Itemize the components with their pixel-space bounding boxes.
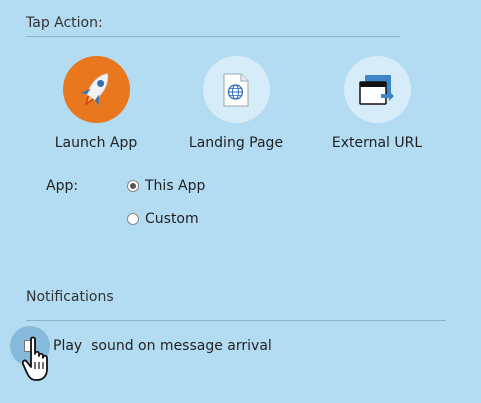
external-url-tile[interactable] xyxy=(343,56,411,123)
landing-page-label: Landing Page xyxy=(188,135,284,151)
this-app-radio-option[interactable]: This App xyxy=(127,178,205,194)
external-url-label: External URL xyxy=(331,135,423,151)
notifications-divider xyxy=(26,320,446,321)
external-url-option[interactable]: External URL xyxy=(307,56,447,151)
custom-radio[interactable] xyxy=(127,213,139,225)
this-app-radio-label: This App xyxy=(145,178,206,194)
launch-app-label: Launch App xyxy=(54,135,138,151)
app-field-label: App: xyxy=(46,178,79,194)
globe-page-icon xyxy=(223,73,249,106)
tap-action-title: Tap Action: xyxy=(26,15,103,31)
launch-app-tile[interactable] xyxy=(62,56,130,123)
this-app-radio[interactable] xyxy=(127,180,139,192)
landing-page-option[interactable]: Landing Page xyxy=(166,56,306,151)
tap-action-divider xyxy=(26,36,400,37)
landing-page-tile[interactable] xyxy=(202,56,270,123)
custom-radio-label: Custom xyxy=(145,211,199,227)
external-window-icon xyxy=(359,74,394,105)
rocket-icon xyxy=(80,72,109,106)
custom-radio-option[interactable]: Custom xyxy=(127,211,199,227)
hand-pointer-icon xyxy=(22,336,48,381)
play-sound-label[interactable]: Play sound on message arrival xyxy=(53,338,272,354)
launch-app-option[interactable]: Launch App xyxy=(26,56,166,151)
notifications-title: Notifications xyxy=(26,289,114,305)
